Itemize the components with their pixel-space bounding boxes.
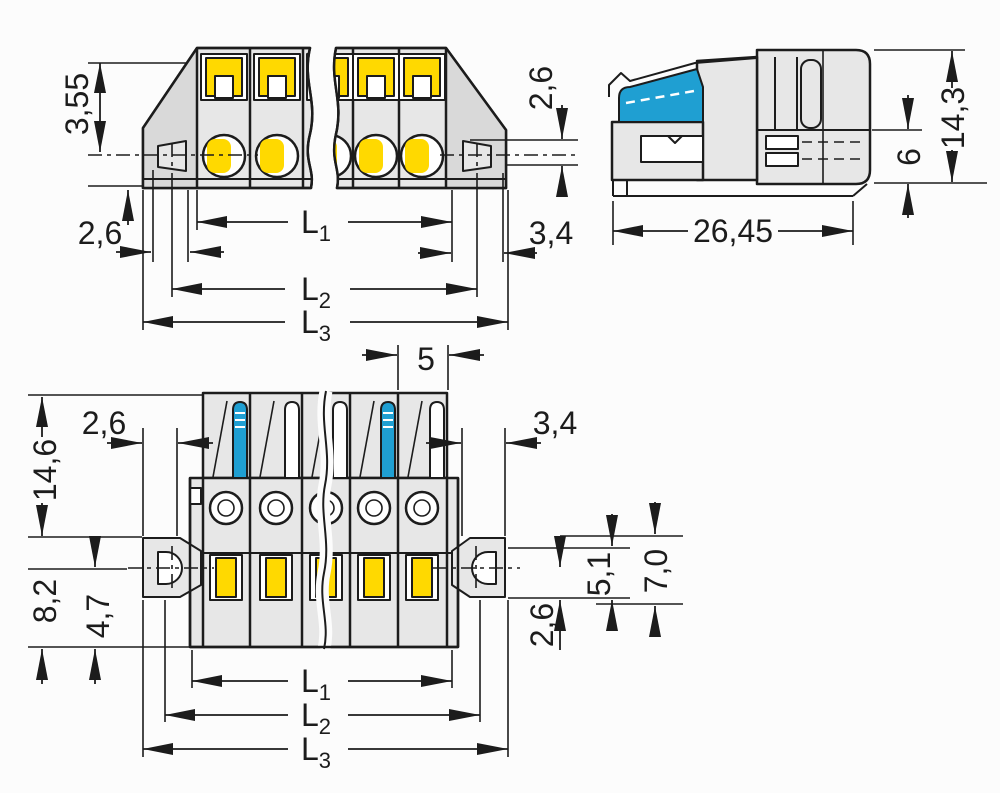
lever-blue (618, 68, 704, 123)
mounting-flange-right (433, 537, 520, 598)
front-view: 5 2,6 3,4 14,6 8,2 4,7 5,1 7,0 2,6 L1 L2… (27, 341, 683, 773)
dim-label-L3: L3 (301, 304, 331, 346)
dim-label-2_6-bottom: 2,6 (524, 603, 560, 647)
dim-label-3_4: 3,4 (529, 215, 573, 251)
clamp-pole (398, 53, 446, 179)
dim-label-3_4-top: 3,4 (533, 405, 577, 441)
contact-detail (765, 135, 799, 150)
dim-label-L3: L3 (301, 731, 331, 773)
mounting-flange-left (128, 537, 214, 598)
dim-label-L2: L2 (301, 271, 331, 313)
dim-label-L1: L1 (301, 204, 331, 246)
dim-label-8_2: 8,2 (27, 579, 63, 623)
lever (429, 401, 445, 479)
connector-rear-body (755, 48, 872, 186)
dim-label-3_55: 3,55 (59, 73, 95, 135)
dim-label-L2: L2 (301, 697, 331, 739)
dim-label-6: 6 (891, 148, 927, 166)
dim-label-5_1: 5,1 (581, 552, 617, 596)
dim-label-14_6: 14,6 (27, 439, 63, 501)
connector-mid-body (695, 55, 759, 182)
lever (284, 401, 300, 479)
right-half-details (334, 48, 506, 188)
latch-outline (608, 57, 758, 97)
dim-label-14_3: 14,3 (935, 87, 971, 149)
dim-label-2_6-top: 2,6 (82, 405, 126, 441)
lateral-side-view: 26,45 14,3 6 (608, 48, 987, 249)
dim-label-2_6-left: 2,6 (78, 215, 122, 251)
dim-label-4_7: 4,7 (80, 594, 116, 638)
dim-label-26_45: 26,45 (693, 213, 773, 249)
break-line (321, 390, 329, 650)
clamp-pole (352, 53, 400, 179)
lever-dash (625, 89, 695, 105)
contact-detail (765, 152, 799, 167)
clamp-pole (200, 53, 248, 179)
dim-label-7_0: 7,0 (638, 549, 674, 593)
dim-label-L1: L1 (301, 663, 331, 705)
dim-label-5: 5 (417, 341, 435, 377)
lever (332, 401, 348, 479)
dim-label-2_6-right: 2,6 (523, 66, 559, 110)
top-side-view: 3,55 2,6 2,6 3,4 L1 L2 L3 (59, 46, 578, 346)
clamp-pole (253, 53, 301, 179)
keying-slot (800, 59, 822, 129)
hood-poles (212, 400, 445, 479)
